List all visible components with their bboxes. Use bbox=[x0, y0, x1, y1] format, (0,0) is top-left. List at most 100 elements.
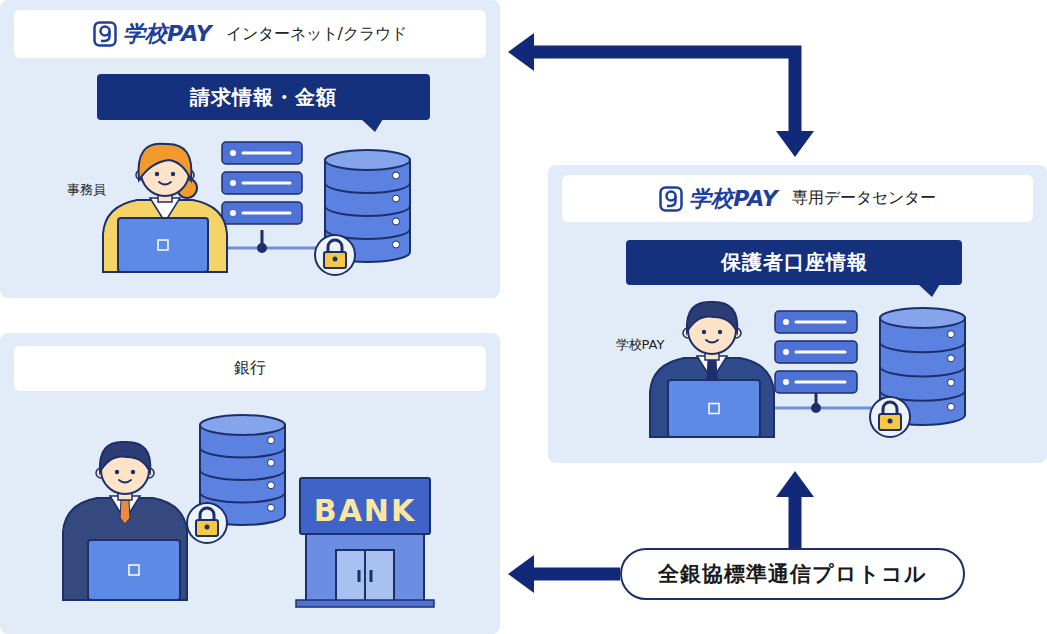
bank-door-handle bbox=[370, 570, 373, 582]
lock-keyhole bbox=[333, 257, 338, 262]
person-hair bbox=[687, 302, 737, 332]
server-led bbox=[230, 210, 236, 216]
server-slot bbox=[243, 182, 290, 185]
laptop-logo bbox=[158, 240, 168, 250]
panel-header: 学校PAY 専用データセンター bbox=[562, 175, 1033, 222]
server-unit bbox=[222, 172, 302, 194]
server-slot bbox=[243, 152, 290, 155]
bank-sign bbox=[300, 478, 430, 534]
database-band bbox=[880, 367, 965, 377]
lock-body bbox=[324, 252, 346, 268]
server-slot bbox=[796, 321, 845, 324]
database-led bbox=[268, 504, 275, 511]
bank-base bbox=[296, 600, 434, 607]
person-eye bbox=[155, 172, 159, 176]
person-eye bbox=[718, 330, 722, 334]
flow-arrow bbox=[508, 555, 620, 593]
callout-text: 保護者口座情報 bbox=[721, 249, 868, 276]
server-slot bbox=[796, 381, 845, 384]
lock-keyhole bbox=[888, 419, 893, 424]
laptop bbox=[88, 540, 180, 600]
database-led bbox=[948, 403, 955, 410]
database-band bbox=[200, 448, 285, 458]
lock-body bbox=[196, 520, 218, 536]
server-unit bbox=[775, 341, 857, 363]
arrow-head bbox=[776, 471, 814, 497]
database-band bbox=[325, 206, 410, 216]
lock-badge bbox=[870, 397, 910, 437]
laptop bbox=[118, 218, 208, 272]
database-led bbox=[948, 355, 955, 362]
panel-title: インターネット/クラウド bbox=[226, 24, 407, 45]
brand-logo-text: 学校PAY bbox=[689, 184, 778, 214]
brand-logo-text: 学校PAY bbox=[123, 19, 212, 49]
database-led bbox=[268, 459, 275, 466]
server-led bbox=[230, 150, 236, 156]
server-led bbox=[783, 349, 789, 355]
person-tie bbox=[120, 500, 130, 524]
person-eye bbox=[131, 470, 135, 474]
bank-door bbox=[336, 550, 394, 602]
database-led bbox=[268, 482, 275, 489]
person-eye bbox=[702, 330, 706, 334]
panel-header: 学校PAY インターネット/クラウド bbox=[14, 10, 486, 58]
database-led bbox=[268, 437, 275, 444]
database-band bbox=[880, 342, 965, 352]
server-unit bbox=[775, 311, 857, 333]
server-led bbox=[230, 180, 236, 186]
callout-box: 請求情報・金額 bbox=[97, 74, 430, 120]
arrow-shaft bbox=[532, 52, 795, 133]
network-node bbox=[257, 243, 267, 253]
panel-title: 銀行 bbox=[234, 358, 266, 379]
server-unit bbox=[222, 142, 302, 164]
logo-icon bbox=[93, 21, 117, 47]
lock-body bbox=[879, 414, 901, 430]
region-panel: 銀行 bbox=[0, 333, 500, 634]
laptop-logo bbox=[129, 565, 139, 575]
bank-door-split bbox=[364, 550, 366, 602]
network-node bbox=[811, 403, 821, 413]
server-slot bbox=[796, 351, 845, 354]
person-hair bbox=[100, 442, 150, 472]
database-led bbox=[393, 172, 400, 179]
region-panel: 学校PAY インターネット/クラウド請求情報・金額 bbox=[0, 0, 500, 298]
arrow-shaft bbox=[789, 495, 802, 548]
callout-text: 請求情報・金額 bbox=[190, 84, 337, 111]
laptop-logo bbox=[709, 404, 719, 414]
protocol-text: 全銀協標準通信プロトコル bbox=[658, 560, 927, 588]
person-body bbox=[650, 358, 774, 437]
database-top bbox=[880, 308, 965, 328]
arrow-shaft bbox=[532, 568, 620, 581]
region-panel: 学校PAY 専用データセンター保護者口座情報 bbox=[548, 165, 1047, 463]
database-band bbox=[200, 493, 285, 503]
lock-badge bbox=[315, 235, 355, 275]
server-led bbox=[783, 379, 789, 385]
callout-box: 保護者口座情報 bbox=[626, 240, 962, 285]
callout-tail bbox=[361, 119, 385, 133]
protocol-pill: 全銀協標準通信プロトコル bbox=[620, 548, 965, 600]
database-top bbox=[325, 150, 410, 170]
bank-building bbox=[306, 534, 424, 602]
database-led bbox=[393, 195, 400, 202]
database-band bbox=[200, 470, 285, 480]
logo-icon bbox=[659, 186, 683, 212]
person-eye bbox=[115, 470, 119, 474]
flow-arrow bbox=[508, 33, 814, 157]
lock-badge bbox=[187, 503, 227, 543]
server-unit bbox=[222, 202, 302, 224]
arrow-head bbox=[776, 131, 814, 157]
panel-header: 銀行 bbox=[14, 346, 486, 391]
server-led bbox=[783, 319, 789, 325]
server-unit bbox=[775, 371, 857, 393]
server-slot bbox=[243, 212, 290, 215]
database-led bbox=[393, 218, 400, 225]
callout-tail bbox=[918, 284, 942, 298]
flow-arrow bbox=[776, 471, 814, 548]
database-band bbox=[325, 183, 410, 193]
person-mouth bbox=[119, 480, 131, 483]
database-led bbox=[393, 241, 400, 248]
database-top bbox=[200, 415, 285, 435]
panel-title: 専用データセンター bbox=[792, 188, 936, 209]
arrow-head bbox=[508, 555, 534, 593]
